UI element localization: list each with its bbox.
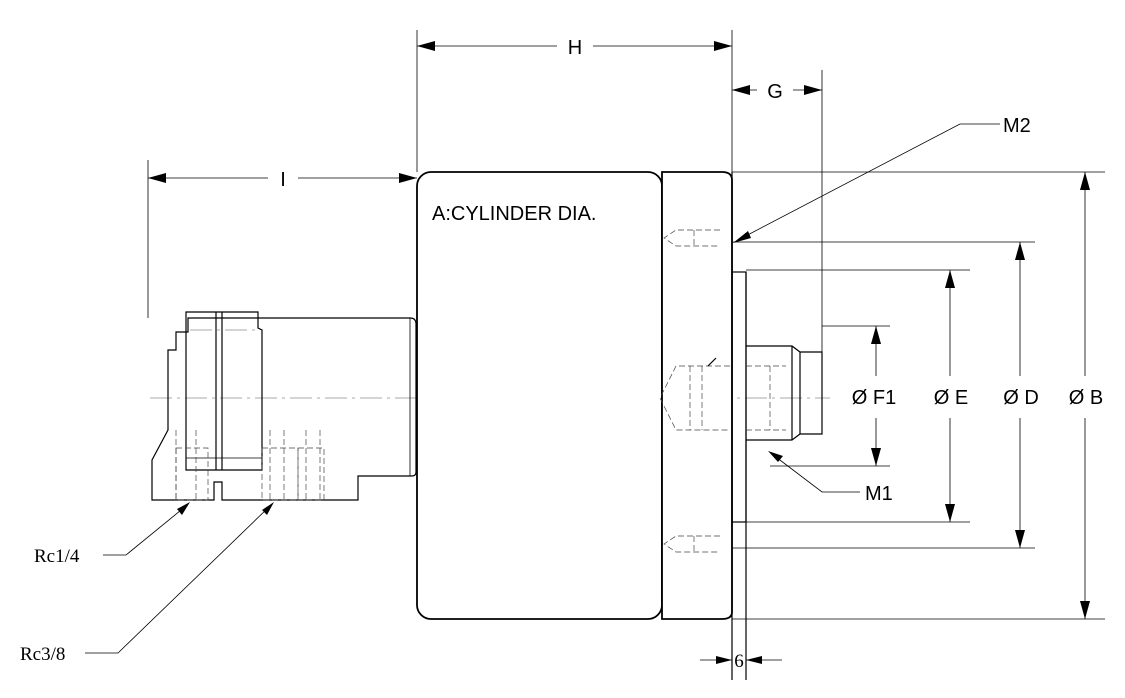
port-block — [151, 311, 417, 501]
dim-label-6: 6 — [734, 651, 744, 672]
cylinder-body — [416, 171, 663, 620]
dim-label-b: Ø B — [1069, 387, 1103, 409]
dim-label-d: Ø D — [1003, 387, 1039, 409]
dim-label-f1: Ø F1 — [852, 387, 896, 409]
front-flange — [659, 171, 733, 620]
leader-lines — [85, 123, 1000, 654]
label-m1: M1 — [865, 483, 893, 505]
cylinder-dia-label: A:CYLINDER DIA. — [432, 203, 596, 225]
label-rc14: Rc1/4 — [34, 546, 80, 567]
dim-label-e: Ø E — [934, 387, 968, 409]
extension-lines — [147, 30, 1105, 620]
label-m2: M2 — [1003, 115, 1031, 137]
label-rc38: Rc3/8 — [20, 644, 65, 665]
dim-label-h: H — [568, 37, 582, 59]
dim-label-g: G — [767, 81, 783, 103]
dimension-lines — [148, 41, 1090, 664]
rod-end — [746, 345, 823, 441]
dim-label-i: I — [280, 169, 286, 191]
pilot-spigot — [731, 172, 747, 680]
